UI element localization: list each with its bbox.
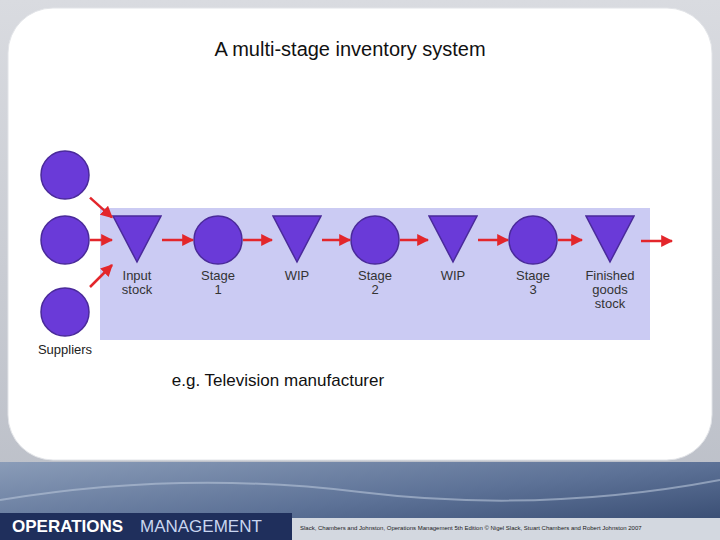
circle-outline bbox=[40, 215, 90, 265]
circle-outline bbox=[350, 215, 400, 265]
copyright-note: Slack, Chambers and Johnston, Operations… bbox=[300, 525, 718, 531]
inventory-triangle: Input stock bbox=[112, 215, 162, 297]
node-label: Stage 2 bbox=[355, 269, 395, 297]
circle-outline bbox=[193, 215, 243, 265]
inventory-triangle: Finished goods stock bbox=[582, 215, 638, 311]
flow-arrow bbox=[90, 198, 112, 218]
example-caption: e.g. Television manufacturer bbox=[128, 371, 428, 391]
node-label: Input stock bbox=[117, 269, 157, 297]
bridge-cable bbox=[0, 480, 720, 501]
footer-bar bbox=[292, 518, 720, 540]
triangle-shape bbox=[273, 216, 321, 262]
node-label: Stage 3 bbox=[513, 269, 553, 297]
node-label: Finished goods stock bbox=[582, 269, 638, 311]
flow-arrow bbox=[322, 239, 350, 242]
inventory-triangle: WIP bbox=[428, 215, 478, 283]
circle-outline bbox=[508, 215, 558, 265]
bridge-photo-strip bbox=[0, 462, 720, 540]
flow-arrow bbox=[90, 239, 112, 242]
logo-bar bbox=[0, 513, 292, 540]
circle-shape bbox=[41, 288, 89, 336]
triangle-outline bbox=[428, 215, 478, 265]
slide-title: A multi-stage inventory system bbox=[0, 38, 700, 61]
process-circle bbox=[40, 215, 90, 265]
circle-outline bbox=[40, 150, 90, 200]
process-circle: Stage 2 bbox=[350, 215, 400, 297]
triangle-outline bbox=[585, 215, 635, 265]
node-label: WIP bbox=[433, 269, 473, 283]
flow-arrow bbox=[558, 239, 582, 242]
circle-shape bbox=[41, 216, 89, 264]
flow-arrow bbox=[162, 239, 193, 242]
output-arrow bbox=[641, 240, 672, 243]
process-circle: Stage 1 bbox=[193, 215, 243, 297]
circle-shape bbox=[41, 151, 89, 199]
content-panel bbox=[8, 8, 712, 460]
triangle-shape bbox=[586, 216, 634, 262]
flow-arrow bbox=[90, 265, 112, 287]
triangle-shape bbox=[429, 216, 477, 262]
circle-shape bbox=[509, 216, 557, 264]
process-circle bbox=[40, 287, 90, 337]
circle-outline bbox=[40, 287, 90, 337]
circle-shape bbox=[351, 216, 399, 264]
process-circle bbox=[40, 150, 90, 200]
inventory-triangle: WIP bbox=[272, 215, 322, 283]
node-label: Stage 1 bbox=[198, 269, 238, 297]
process-circle: Stage 3 bbox=[508, 215, 558, 297]
flow-arrow bbox=[478, 239, 508, 242]
logo-text: MANAGEMENT bbox=[140, 517, 290, 537]
flow-arrow bbox=[243, 239, 272, 242]
group-label: Suppliers bbox=[25, 342, 105, 357]
triangle-shape bbox=[113, 216, 161, 262]
node-label: WIP bbox=[277, 269, 317, 283]
triangle-outline bbox=[272, 215, 322, 265]
triangle-outline bbox=[112, 215, 162, 265]
circle-shape bbox=[194, 216, 242, 264]
flow-arrow bbox=[400, 239, 428, 242]
logo-text: OPERATIONS bbox=[12, 517, 140, 537]
process-band bbox=[100, 208, 650, 340]
